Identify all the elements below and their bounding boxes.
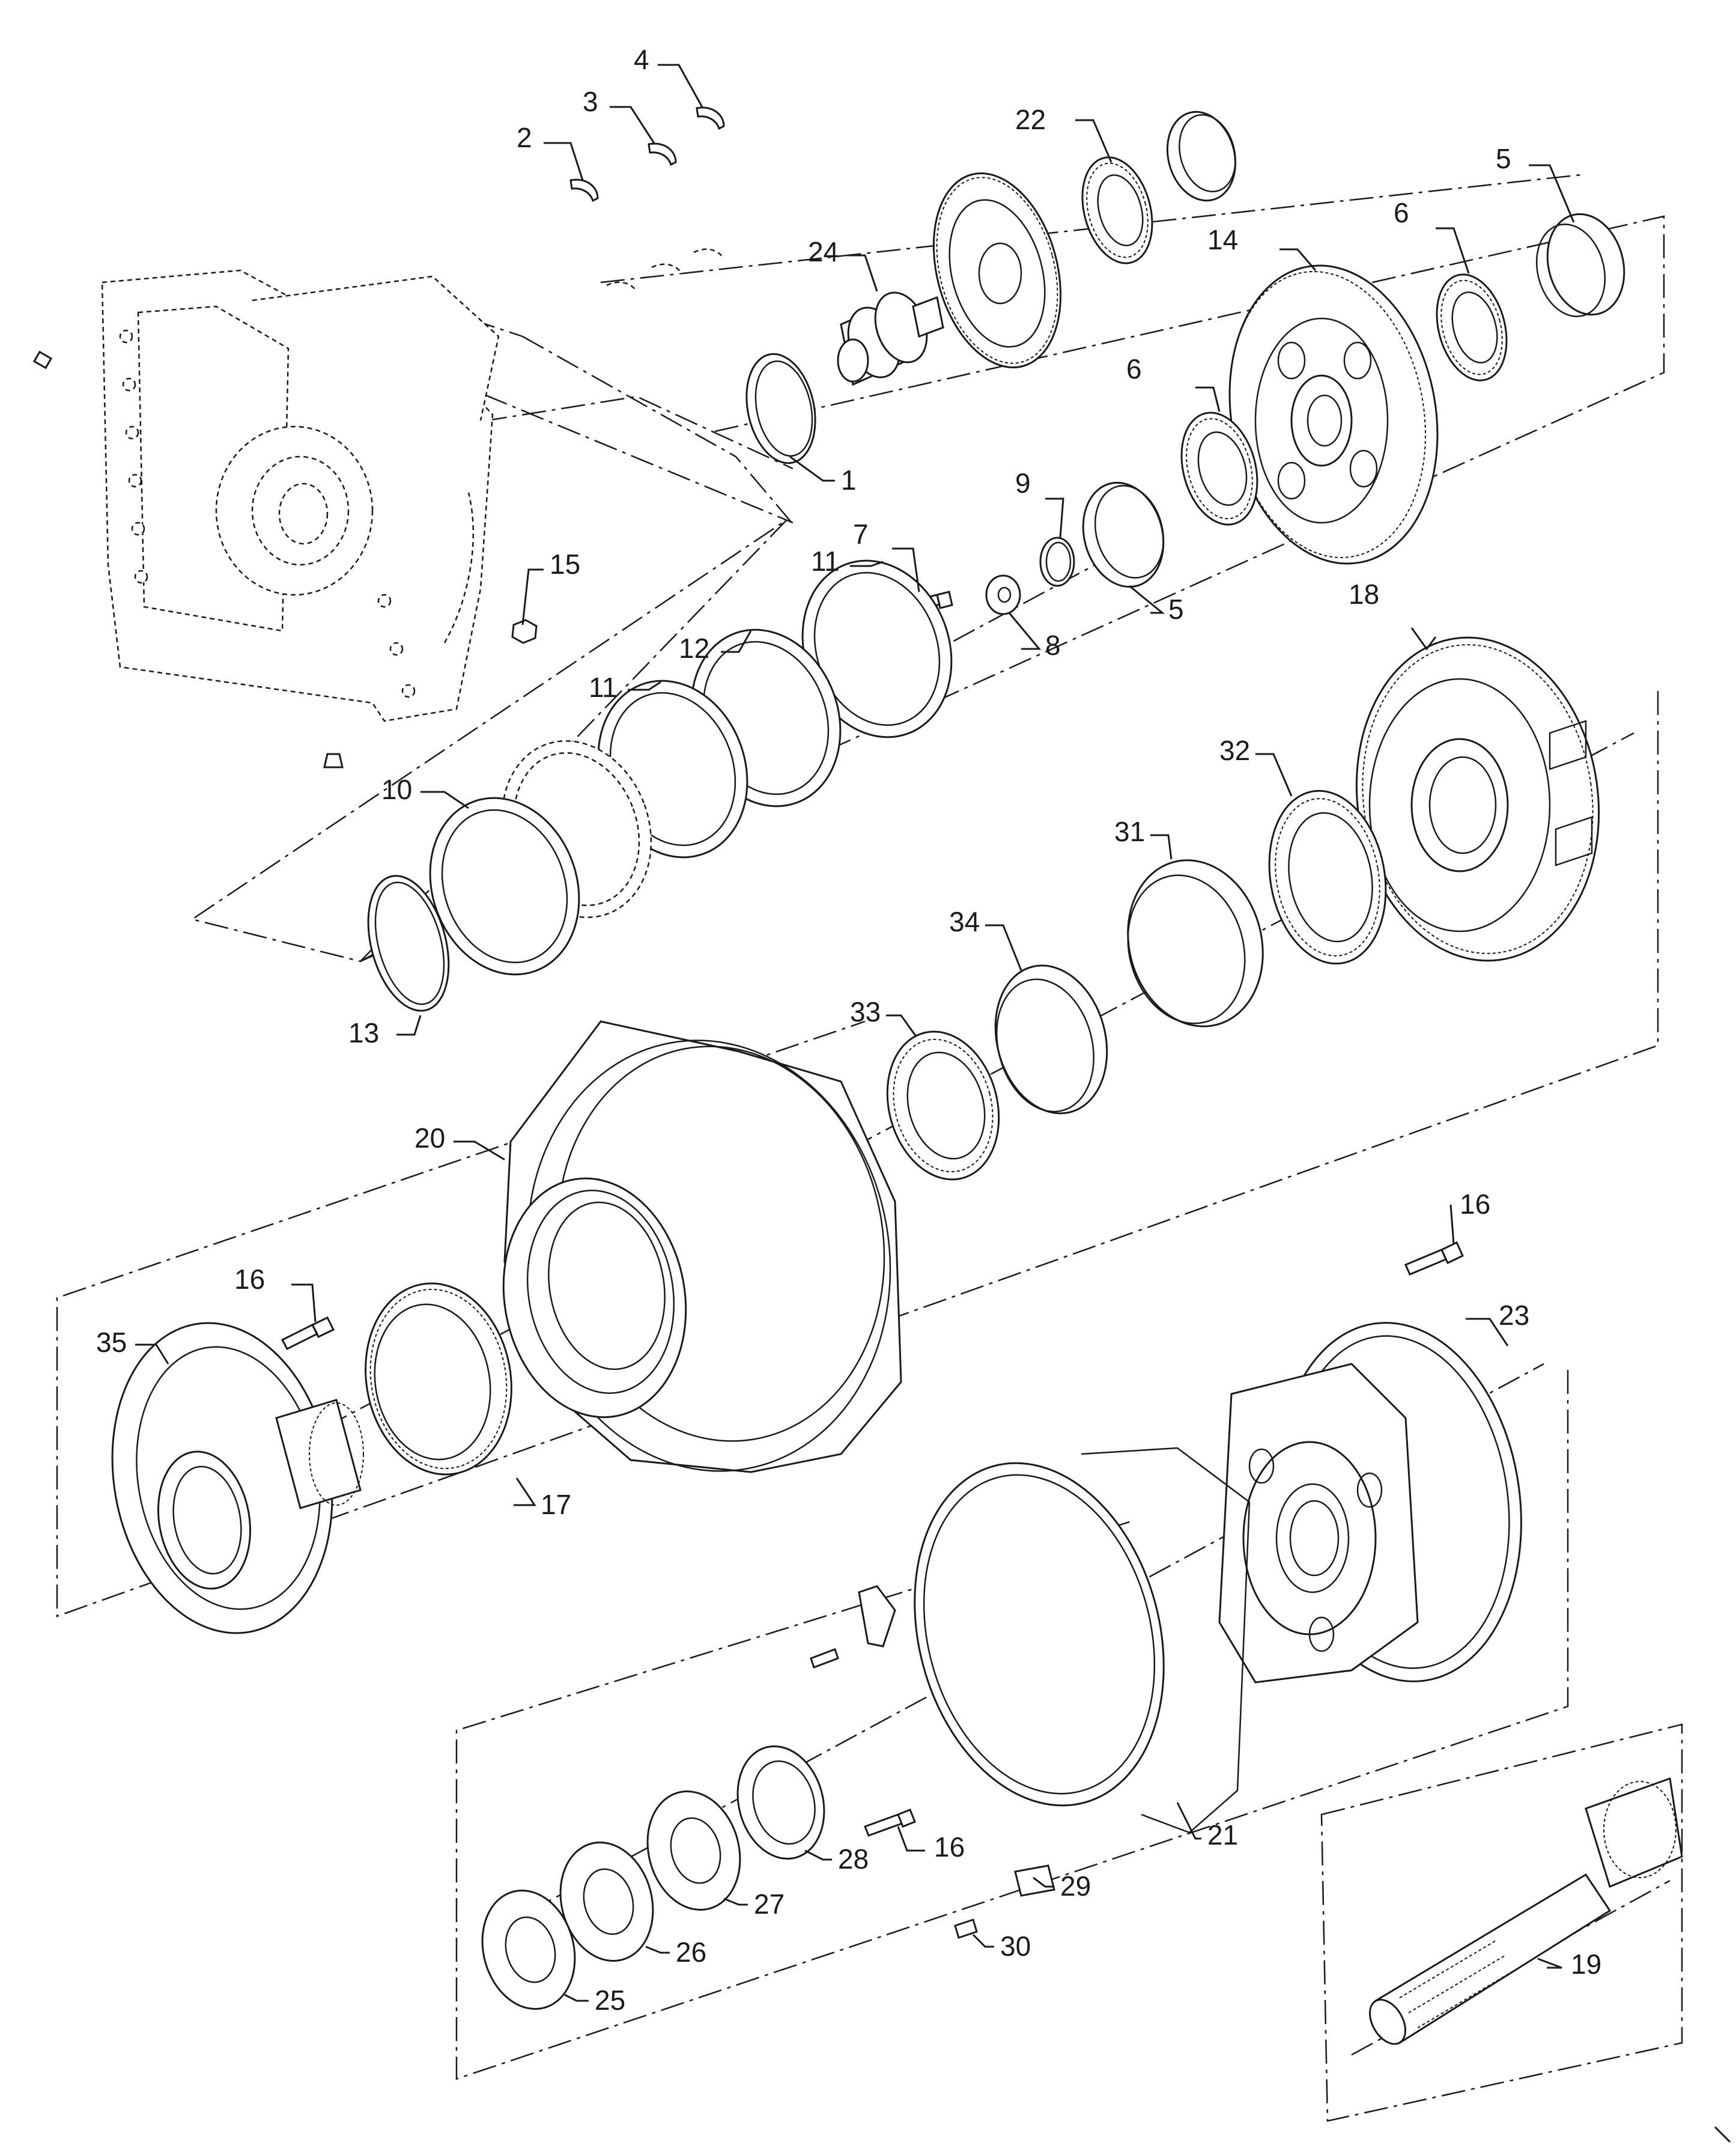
callout-23: 23 xyxy=(1499,1300,1529,1331)
callout-10: 10 xyxy=(381,774,412,805)
bearing-33 xyxy=(886,1030,1000,1181)
shim-25 xyxy=(481,1889,576,2010)
callout-12: 12 xyxy=(679,633,709,664)
callout-33: 33 xyxy=(850,996,881,1027)
sun-gear xyxy=(932,172,1062,368)
callout-30: 30 xyxy=(1000,1930,1031,1962)
spindle-housing-23 xyxy=(1218,1322,1522,1684)
shim-26 xyxy=(559,1841,654,1962)
callout-6-lower: 6 xyxy=(1126,353,1142,385)
shim-10 xyxy=(429,797,580,976)
bearing-32 xyxy=(1268,790,1387,965)
callout-4: 4 xyxy=(634,44,649,75)
gear-housing xyxy=(101,269,500,722)
planet-shaft-24 xyxy=(837,291,944,386)
callout-15: 15 xyxy=(550,549,580,580)
callout-2: 2 xyxy=(517,122,532,153)
bearing-cup-5-upper xyxy=(1535,213,1625,317)
snap-ring-1 xyxy=(745,353,816,464)
callout-3: 3 xyxy=(583,86,598,117)
callout-32: 32 xyxy=(1219,735,1250,766)
ring-gear-14 xyxy=(1228,264,1439,565)
axle-shaft-19 xyxy=(1369,1777,1683,2045)
callout-11-lower: 11 xyxy=(589,672,618,703)
bearing-cup-22 xyxy=(1166,111,1237,202)
plate-29 xyxy=(1014,1864,1055,1897)
planet-carrier-18 xyxy=(1355,636,1600,962)
callout-34: 34 xyxy=(949,906,980,937)
shim-11-upper xyxy=(801,559,953,738)
snap-ring-13 xyxy=(367,875,450,1012)
callout-14: 14 xyxy=(1207,224,1238,255)
seal-17 xyxy=(365,1282,512,1476)
callout-26: 26 xyxy=(676,1937,706,1968)
callout-22: 22 xyxy=(1015,104,1046,135)
callout-28: 28 xyxy=(838,1843,869,1875)
ring-21 xyxy=(914,1447,1251,1834)
shim-27 xyxy=(646,1790,741,1911)
leader-lines xyxy=(135,64,1575,2002)
screw-30 xyxy=(954,1918,978,1939)
screw-housing-top xyxy=(32,350,53,370)
nut-15 xyxy=(511,619,538,644)
callout-5-lower: 5 xyxy=(1168,594,1184,625)
phantom-clips xyxy=(606,248,725,292)
bearing-cup-34 xyxy=(994,964,1108,1115)
assembly-frame-upper xyxy=(190,215,1665,963)
bolt-16-left xyxy=(281,1316,335,1350)
washer-8-hole xyxy=(997,586,1012,603)
callout-18: 18 xyxy=(1349,579,1379,610)
snap-ring-9 xyxy=(1039,537,1075,587)
bolt-16-lower xyxy=(864,1809,916,1837)
callout-29: 29 xyxy=(1060,1870,1091,1902)
wheel-hub-20 xyxy=(502,1020,902,1473)
callout-1: 1 xyxy=(841,464,857,496)
callout-17: 17 xyxy=(541,1489,571,1520)
callout-9: 9 xyxy=(1015,467,1031,499)
callout-35: 35 xyxy=(96,1327,127,1358)
snap-ring-1-inner xyxy=(754,360,813,457)
clip-4 xyxy=(696,106,725,130)
bearing-6-lower xyxy=(1180,412,1258,526)
bolt-16-right xyxy=(1404,1241,1464,1276)
callout-8: 8 xyxy=(1045,630,1061,661)
assembly-frame-shaft xyxy=(1320,1723,1683,2122)
callout-21: 21 xyxy=(1207,1819,1238,1851)
bracket-small xyxy=(858,1585,896,1648)
callout-25: 25 xyxy=(595,1985,625,2016)
callout-11-upper: 11 xyxy=(811,546,840,577)
callout-24: 24 xyxy=(808,236,839,267)
bolt-small xyxy=(810,1648,839,1669)
corner-mark xyxy=(1714,2126,1731,2143)
callout-13: 13 xyxy=(348,1017,379,1048)
clip-3 xyxy=(648,142,677,166)
bearing-cup-5-lower xyxy=(1082,481,1165,588)
callout-16-left: 16 xyxy=(234,1264,265,1295)
assembly-frame-middle xyxy=(56,691,1659,1617)
bearing-6-upper xyxy=(1436,273,1508,382)
washer-8 xyxy=(985,574,1021,615)
callout-19: 19 xyxy=(1571,1949,1601,1980)
callout-16-right: 16 xyxy=(1460,1188,1490,1220)
callout-20: 20 xyxy=(414,1122,445,1154)
callout-27: 27 xyxy=(754,1888,785,1920)
callout-7: 7 xyxy=(853,519,869,550)
callout-31: 31 xyxy=(1114,816,1145,847)
plug-housing-bottom xyxy=(323,753,344,768)
bearing-cup-31 xyxy=(1127,859,1264,1027)
callout-6-upper: 6 xyxy=(1394,197,1409,228)
washer-28 xyxy=(736,1745,825,1860)
assembly-frame-lower xyxy=(455,1370,1569,2080)
callout-5-upper: 5 xyxy=(1496,143,1511,174)
callout-16-lower: 16 xyxy=(934,1831,965,1863)
output-flange-35 xyxy=(111,1322,364,1634)
clip-2 xyxy=(569,178,599,202)
snap-ring-9-inner xyxy=(1045,541,1072,582)
bearing-22 xyxy=(1081,156,1153,264)
